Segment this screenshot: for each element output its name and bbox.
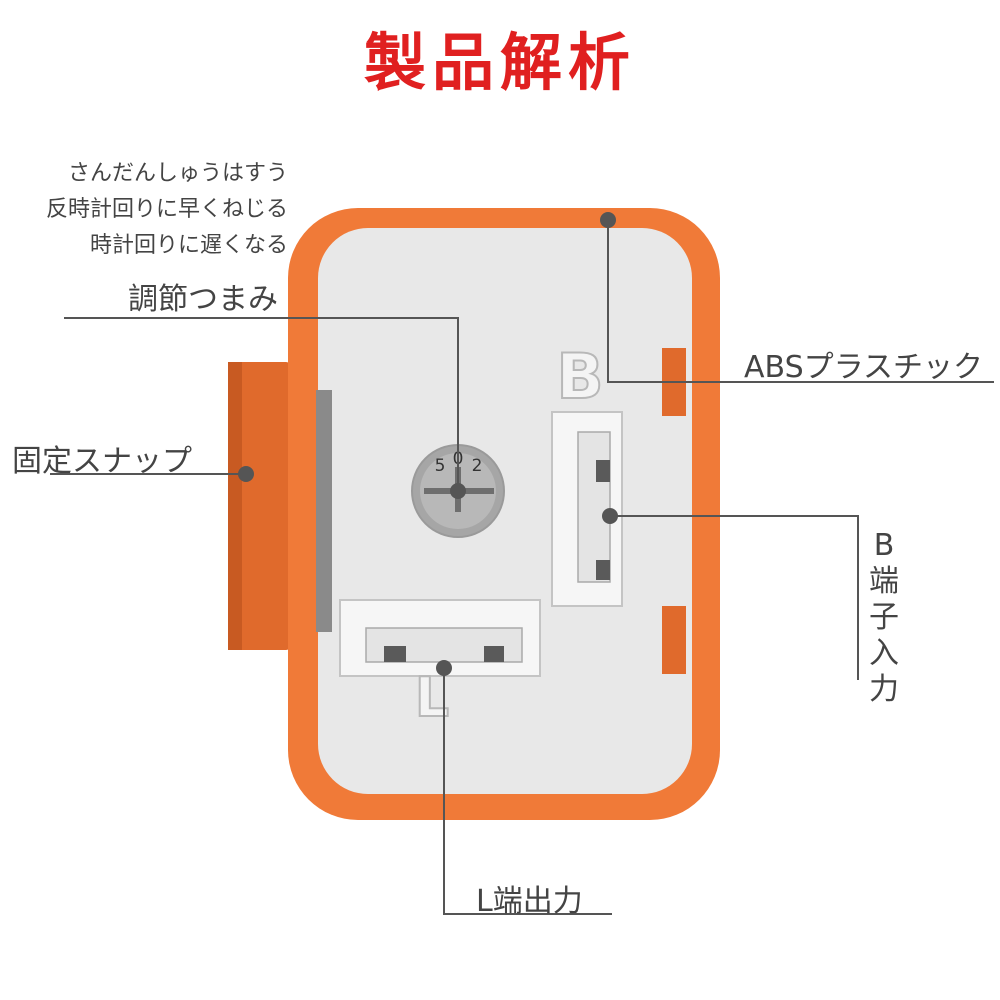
leader-dial — [64, 317, 459, 491]
b-pin-contact-top — [596, 460, 610, 482]
dot-dial — [450, 483, 466, 499]
dial-note-line1: さんだんしゅうはすう — [67, 161, 288, 186]
dot-material-top — [600, 212, 616, 228]
dial-note-line3: 時計回りに遅くなる — [89, 233, 288, 258]
leader-l-output — [443, 668, 612, 915]
dial-mark-5: 5 — [435, 456, 446, 476]
fixing-snap-edge — [228, 362, 242, 650]
l-pin-contact-left — [384, 646, 406, 662]
left-slot — [316, 390, 332, 632]
label-snap: 固定スナップ — [12, 444, 192, 479]
dot-l-output — [436, 660, 452, 676]
label-material: ABSプラスチック — [744, 350, 984, 385]
label-l-output: L端出力 — [476, 884, 583, 919]
label-dial: 調節つまみ — [128, 282, 278, 317]
page-title: 製品解析 — [363, 26, 636, 99]
relay-face — [318, 228, 692, 794]
b-terminal-pin — [577, 431, 611, 583]
fixing-snap — [228, 362, 290, 650]
l-pin-contact-right — [484, 646, 504, 662]
leader-material — [607, 222, 994, 383]
dial-note: さんだんしゅうはすう 反時計回りに早くねじる 時計回りに遅くなる — [0, 156, 288, 264]
b-terminal-mark: B — [556, 340, 603, 413]
dial-note-line2: 反時計回りに早くねじる — [45, 197, 288, 222]
dial-mark-2: 2 — [472, 456, 483, 476]
label-b-input: B端子入力 — [869, 528, 899, 707]
dot-b-input — [602, 508, 618, 524]
dot-snap — [238, 466, 254, 482]
b-pin-contact-bottom — [596, 560, 610, 580]
leader-b-input — [610, 515, 859, 680]
right-tab-bottom — [662, 606, 686, 674]
